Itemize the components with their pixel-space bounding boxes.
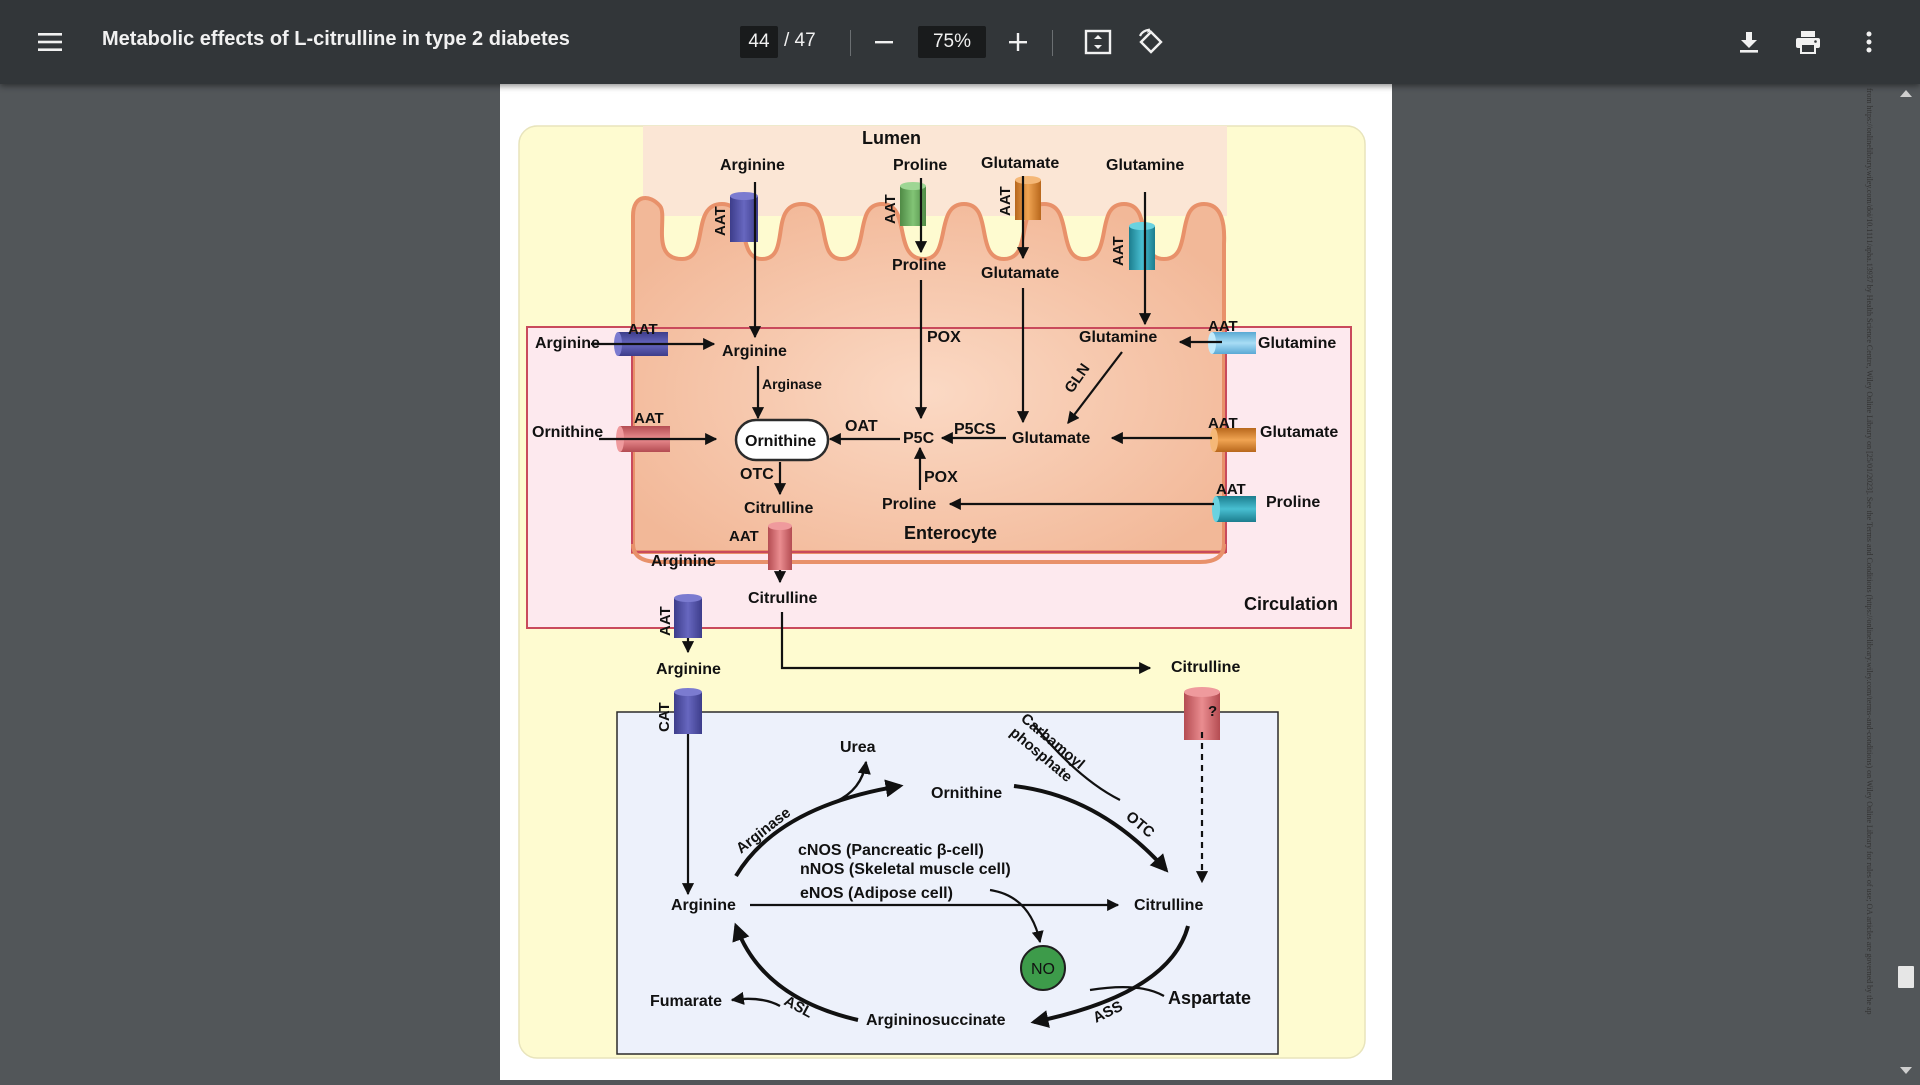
zoom-in-icon[interactable] <box>998 22 1038 62</box>
arginase-label: Arginase <box>762 376 822 392</box>
aat-label: AAT <box>729 528 759 545</box>
transporter-glutamate-apical <box>1015 176 1041 220</box>
rotate-icon[interactable] <box>1131 22 1171 62</box>
document-title: Metabolic effects of L-citrulline in typ… <box>102 28 570 50</box>
circ-arginine: Arginine <box>535 335 600 352</box>
lumen-glutamine: Glutamine <box>1106 157 1184 174</box>
transporter-arginine-apical <box>730 192 758 242</box>
arginine-out: Arginine <box>651 553 716 570</box>
zoom-level-input[interactable]: 75% <box>918 26 986 58</box>
pox-label: POX <box>924 469 958 486</box>
zoom-out-icon[interactable] <box>864 22 904 62</box>
ornithine-label: Ornithine <box>931 785 1002 802</box>
enos-label: eNOS (Adipose cell) <box>800 885 953 902</box>
page-total: / 47 <box>784 30 816 51</box>
aat-label: AAT <box>634 410 664 427</box>
lumen-glutamate: Glutamate <box>981 155 1059 172</box>
metabolism-diagram: Lumen Enterocyte Circulation Arginine Pr… <box>518 125 1366 1059</box>
lumen-label: Lumen <box>862 128 921 148</box>
cell-proline-2: Proline <box>882 496 936 513</box>
p5cs-label: P5CS <box>954 421 996 438</box>
oat-label: OAT <box>845 418 878 435</box>
cell-proline: Proline <box>892 257 946 274</box>
transporter-citrulline-basal <box>768 522 792 570</box>
scroll-down-icon[interactable] <box>1900 1067 1912 1074</box>
target-cell <box>616 711 1279 1055</box>
circ-glutamate: Glutamate <box>1260 424 1338 441</box>
scrollbar-thumb[interactable] <box>1898 966 1914 988</box>
arginine-blood: Arginine <box>656 661 721 678</box>
cell-glutamate-2: Glutamate <box>1012 430 1090 447</box>
circ-ornithine: Ornithine <box>532 424 603 441</box>
page-number-input[interactable]: 44 <box>740 26 778 58</box>
cell-ornithine: Ornithine <box>745 433 816 450</box>
transporter-glutamate-basal <box>1210 428 1256 452</box>
aat-label: AAT <box>997 186 1014 216</box>
cell-glutamate: Glutamate <box>981 265 1059 282</box>
cycle-arrows <box>730 760 1190 1028</box>
nnos-label: nNOS (Skeletal muscle cell) <box>800 861 1011 878</box>
circ-proline: Proline <box>1266 494 1320 511</box>
toolbar-divider <box>850 30 851 56</box>
aat-label: AAT <box>1208 318 1238 335</box>
otc-label: OTC <box>740 466 774 483</box>
transporter-glutamine-apical <box>1129 222 1155 270</box>
aat-label: AAT <box>1110 236 1127 266</box>
cat-label: CAT <box>656 702 673 732</box>
citrulline-blood: Citrulline <box>1171 659 1240 676</box>
lumen-proline: Proline <box>893 157 947 174</box>
transporter-glutamine-basal <box>1208 332 1256 354</box>
cell-glutamine: Glutamine <box>1079 329 1157 346</box>
toolbar-divider <box>1052 30 1053 56</box>
transporter-arginine-circulation <box>674 594 702 638</box>
cell-arginine: Arginine <box>722 343 787 360</box>
document-viewer[interactable]: Lumen Enterocyte Circulation Arginine Pr… <box>0 84 1920 1080</box>
argininosuccinate-label: Argininosuccinate <box>866 1012 1006 1029</box>
transporter-proline-basal <box>1212 496 1256 522</box>
pdf-toolbar: Metabolic effects of L-citrulline in typ… <box>0 0 1920 84</box>
pdf-page: Lumen Enterocyte Circulation Arginine Pr… <box>500 84 1874 1080</box>
print-icon[interactable] <box>1788 22 1828 62</box>
more-options-icon[interactable] <box>1849 22 1889 62</box>
urea-label: Urea <box>840 739 876 756</box>
vertical-scrollbar[interactable] <box>1892 84 1920 1080</box>
transporter-cat <box>674 688 702 734</box>
aspartate-label: Aspartate <box>1168 988 1251 1008</box>
aat-label: AAT <box>1216 481 1246 498</box>
cnos-label: cNOS (Pancreatic β-cell) <box>798 842 984 859</box>
no-label: NO <box>1031 961 1055 978</box>
aat-label: AAT <box>882 194 899 224</box>
lumen-arginine: Arginine <box>720 157 785 174</box>
download-icon[interactable] <box>1729 22 1769 62</box>
circulation-label: Circulation <box>1244 594 1338 614</box>
no-circle <box>1020 945 1066 991</box>
citrulline-out: Citrulline <box>748 590 817 607</box>
fumarate-label: Fumarate <box>650 993 722 1010</box>
menu-icon[interactable] <box>30 22 70 62</box>
question-mark: ? <box>1208 703 1217 720</box>
scroll-up-icon[interactable] <box>1900 90 1912 97</box>
circ-glutamine: Glutamine <box>1258 335 1336 352</box>
arrows <box>591 176 1222 997</box>
citrulline-label: Citrulline <box>1134 897 1203 914</box>
pox-label: POX <box>927 329 961 346</box>
aat-label: AAT <box>628 321 658 338</box>
aat-label: AAT <box>1208 415 1238 432</box>
fit-page-icon[interactable] <box>1078 22 1118 62</box>
cell-citrulline: Citrulline <box>744 500 813 517</box>
ornithine-node <box>734 418 830 462</box>
aat-label: AAT <box>712 206 729 236</box>
enterocyte-label: Enterocyte <box>904 523 997 543</box>
p5c-label: P5C <box>903 430 935 447</box>
aat-label: AAT <box>657 606 674 636</box>
copyright-side-notice: from https://onlinelibrary.wiley.com/doi… <box>1865 88 1874 1015</box>
arginine-label: Arginine <box>671 897 736 914</box>
